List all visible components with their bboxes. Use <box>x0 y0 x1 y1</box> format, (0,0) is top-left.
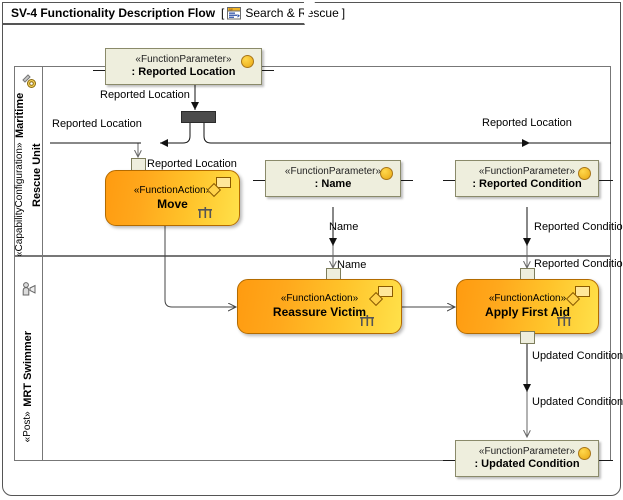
swimlane-label-maritime-rescue-unit: «CapabilityConfiguration» Maritime Rescu… <box>13 67 43 269</box>
diagram-context-icon: rw <box>227 6 242 20</box>
node-stereotype: «FunctionParameter» <box>284 166 382 177</box>
edge-stub-left-updated-condition <box>443 460 455 461</box>
node-name: : Reported Location <box>131 66 236 78</box>
node-stereotype: «FunctionAction» <box>488 293 567 304</box>
post-person-icon <box>21 281 37 297</box>
node-stereotype: «FunctionParameter» <box>135 54 232 65</box>
node-stereotype: «FunctionParameter» <box>478 446 576 457</box>
node-action-move[interactable]: «FunctionAction» Move <box>105 170 240 226</box>
edge-label-name-from-param: Name <box>329 221 359 233</box>
node-param-reported-location[interactable]: «FunctionParameter» : Reported Location <box>105 48 262 85</box>
edge-label-name-into-reassure: Name <box>337 259 367 271</box>
swimlane-mrt-swimmer[interactable]: «Post» MRT Swimmer <box>14 256 611 461</box>
rake-subdiagram-icon <box>557 314 572 326</box>
edge-label-reported-location-move-pin: Reported Location <box>147 158 237 170</box>
note-rect-icon <box>378 286 393 297</box>
edge-stub-right-name <box>401 180 413 181</box>
edge-stub-left-reported-location <box>93 70 105 71</box>
node-action-apply-first-aid[interactable]: «FunctionAction» Apply First Aid <box>456 279 599 334</box>
node-param-name[interactable]: «FunctionParameter» : Name <box>265 160 401 197</box>
node-name: Apply First Aid <box>485 305 570 319</box>
edge-stub-right-reported-condition <box>599 180 613 181</box>
edge-label-reported-condition-into-apply: Reported Condition <box>534 258 623 270</box>
bracket-open: [ <box>221 6 225 20</box>
edge-stub-right-updated-condition <box>599 460 613 461</box>
edge-label-reported-condition-from-param: Reported Condition <box>534 221 623 233</box>
context-label: Search & Rescue <box>245 6 339 20</box>
diagram-frame-header: SV-4 Functionality Description Flow [ rw… <box>2 2 345 25</box>
node-stereotype: «FunctionAction» <box>133 184 212 196</box>
bracket-close: ] <box>341 6 346 20</box>
svg-text:rw: rw <box>229 8 233 12</box>
frame-tab-underline <box>2 24 305 25</box>
node-name: : Name <box>314 178 352 190</box>
swimlane-stereotype: «CapabilityConfiguration» <box>13 142 25 258</box>
edge-label-updated-condition-from-apply: Updated Condition <box>532 350 623 362</box>
node-name: Move <box>157 196 188 211</box>
rake-subdiagram-icon <box>360 314 375 326</box>
edge-stub-right-reported-location <box>262 70 274 71</box>
node-stereotype: «FunctionParameter» <box>478 166 576 177</box>
node-stereotype: «FunctionAction» <box>280 293 359 304</box>
pin-apply-updated-condition[interactable] <box>520 331 535 344</box>
swimlane-stereotype: «Post» <box>22 411 34 443</box>
swimlane-maritime-rescue-unit[interactable]: «CapabilityConfiguration» Maritime Rescu… <box>14 66 611 257</box>
edge-stub-left-name <box>253 180 265 181</box>
swimlane-header-mrt-swimmer: «Post» MRT Swimmer <box>15 257 43 460</box>
swimlane-name: MRT Swimmer <box>22 330 35 407</box>
node-action-reassure-victim[interactable]: «FunctionAction» Reassure Victim <box>237 279 402 334</box>
note-rect-icon <box>575 286 590 297</box>
note-rect-icon <box>216 177 231 188</box>
edge-stub-left-reported-condition <box>443 180 455 181</box>
rake-subdiagram-icon <box>198 206 213 218</box>
edge-label-reported-location-into-fork: Reported Location <box>100 89 190 101</box>
node-name: Reassure Victim <box>272 305 367 319</box>
yellow-ball-icon <box>578 447 591 460</box>
fork-node[interactable] <box>181 111 216 123</box>
yellow-ball-icon <box>241 55 254 68</box>
edge-label-reported-location-right: Reported Location <box>482 117 572 129</box>
diagram-title: SV-4 Functionality Description Flow <box>11 6 216 20</box>
node-name: : Updated Condition <box>474 458 580 470</box>
swimlane-label-mrt-swimmer: «Post» MRT Swimmer <box>15 257 42 488</box>
node-param-updated-condition[interactable]: «FunctionParameter» : Updated Condition <box>455 440 599 477</box>
yellow-ball-icon <box>578 167 591 180</box>
diagram-context: [ rw Search & Rescue ] <box>221 6 345 20</box>
yellow-ball-icon <box>380 167 393 180</box>
node-param-reported-condition[interactable]: «FunctionParameter» : Reported Condition <box>455 160 599 197</box>
node-name: : Reported Condition <box>472 178 582 190</box>
edge-label-updated-condition-into-param: Updated Condition <box>532 396 623 408</box>
swimlane-header-maritime-rescue-unit: «CapabilityConfiguration» Maritime Rescu… <box>14 67 43 257</box>
edge-label-reported-location-left: Reported Location <box>52 118 142 130</box>
capability-configuration-icon <box>21 73 37 89</box>
